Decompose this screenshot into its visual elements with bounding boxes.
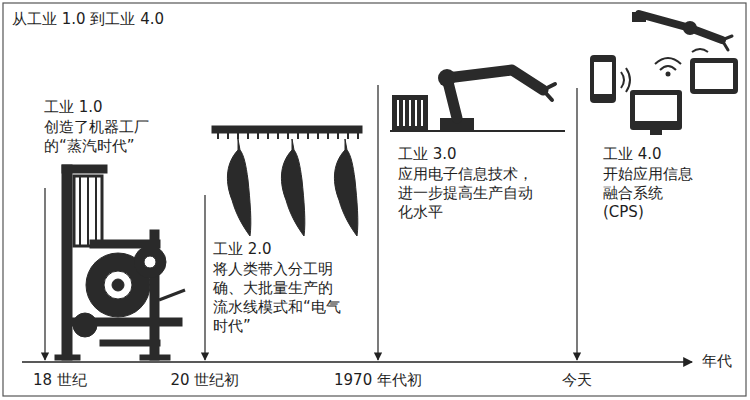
era-arrow	[204, 195, 205, 360]
cps-devices	[590, 12, 738, 135]
axis-title: 年代	[702, 352, 732, 371]
era-heading: 工业 4.0	[603, 145, 662, 164]
axis-tick-label: 1970 年代初	[334, 371, 422, 390]
era-description: 开始应用信息融合系统 (CPS)	[603, 165, 703, 222]
era-arrow	[377, 85, 378, 360]
axis-tick-label: 18 世纪	[33, 371, 87, 390]
diagram-title: 从工业 1.0 到工业 4.0	[12, 10, 164, 29]
era-heading: 工业 2.0	[213, 240, 272, 259]
axis-tick-label: 20 世纪初	[171, 371, 240, 390]
assembly-line	[212, 126, 362, 236]
era-arrow	[44, 188, 45, 360]
industrial-robot	[390, 69, 565, 131]
era-description: 创造了机器工厂的“蒸汽时代”	[44, 118, 172, 156]
era-arrow	[576, 88, 577, 360]
time-axis	[22, 361, 692, 362]
era-heading: 工业 1.0	[44, 98, 103, 117]
era-description: 将人类带入分工明确、大批量生产的流水线模式和“电气时代”	[213, 260, 341, 336]
era-description: 应用电子信息技术，进一步提高生产自动化水平	[398, 165, 540, 222]
era-heading: 工业 3.0	[398, 145, 457, 164]
steam-loom	[55, 165, 185, 360]
axis-tick-label: 今天	[562, 371, 592, 390]
frame	[3, 3, 746, 396]
